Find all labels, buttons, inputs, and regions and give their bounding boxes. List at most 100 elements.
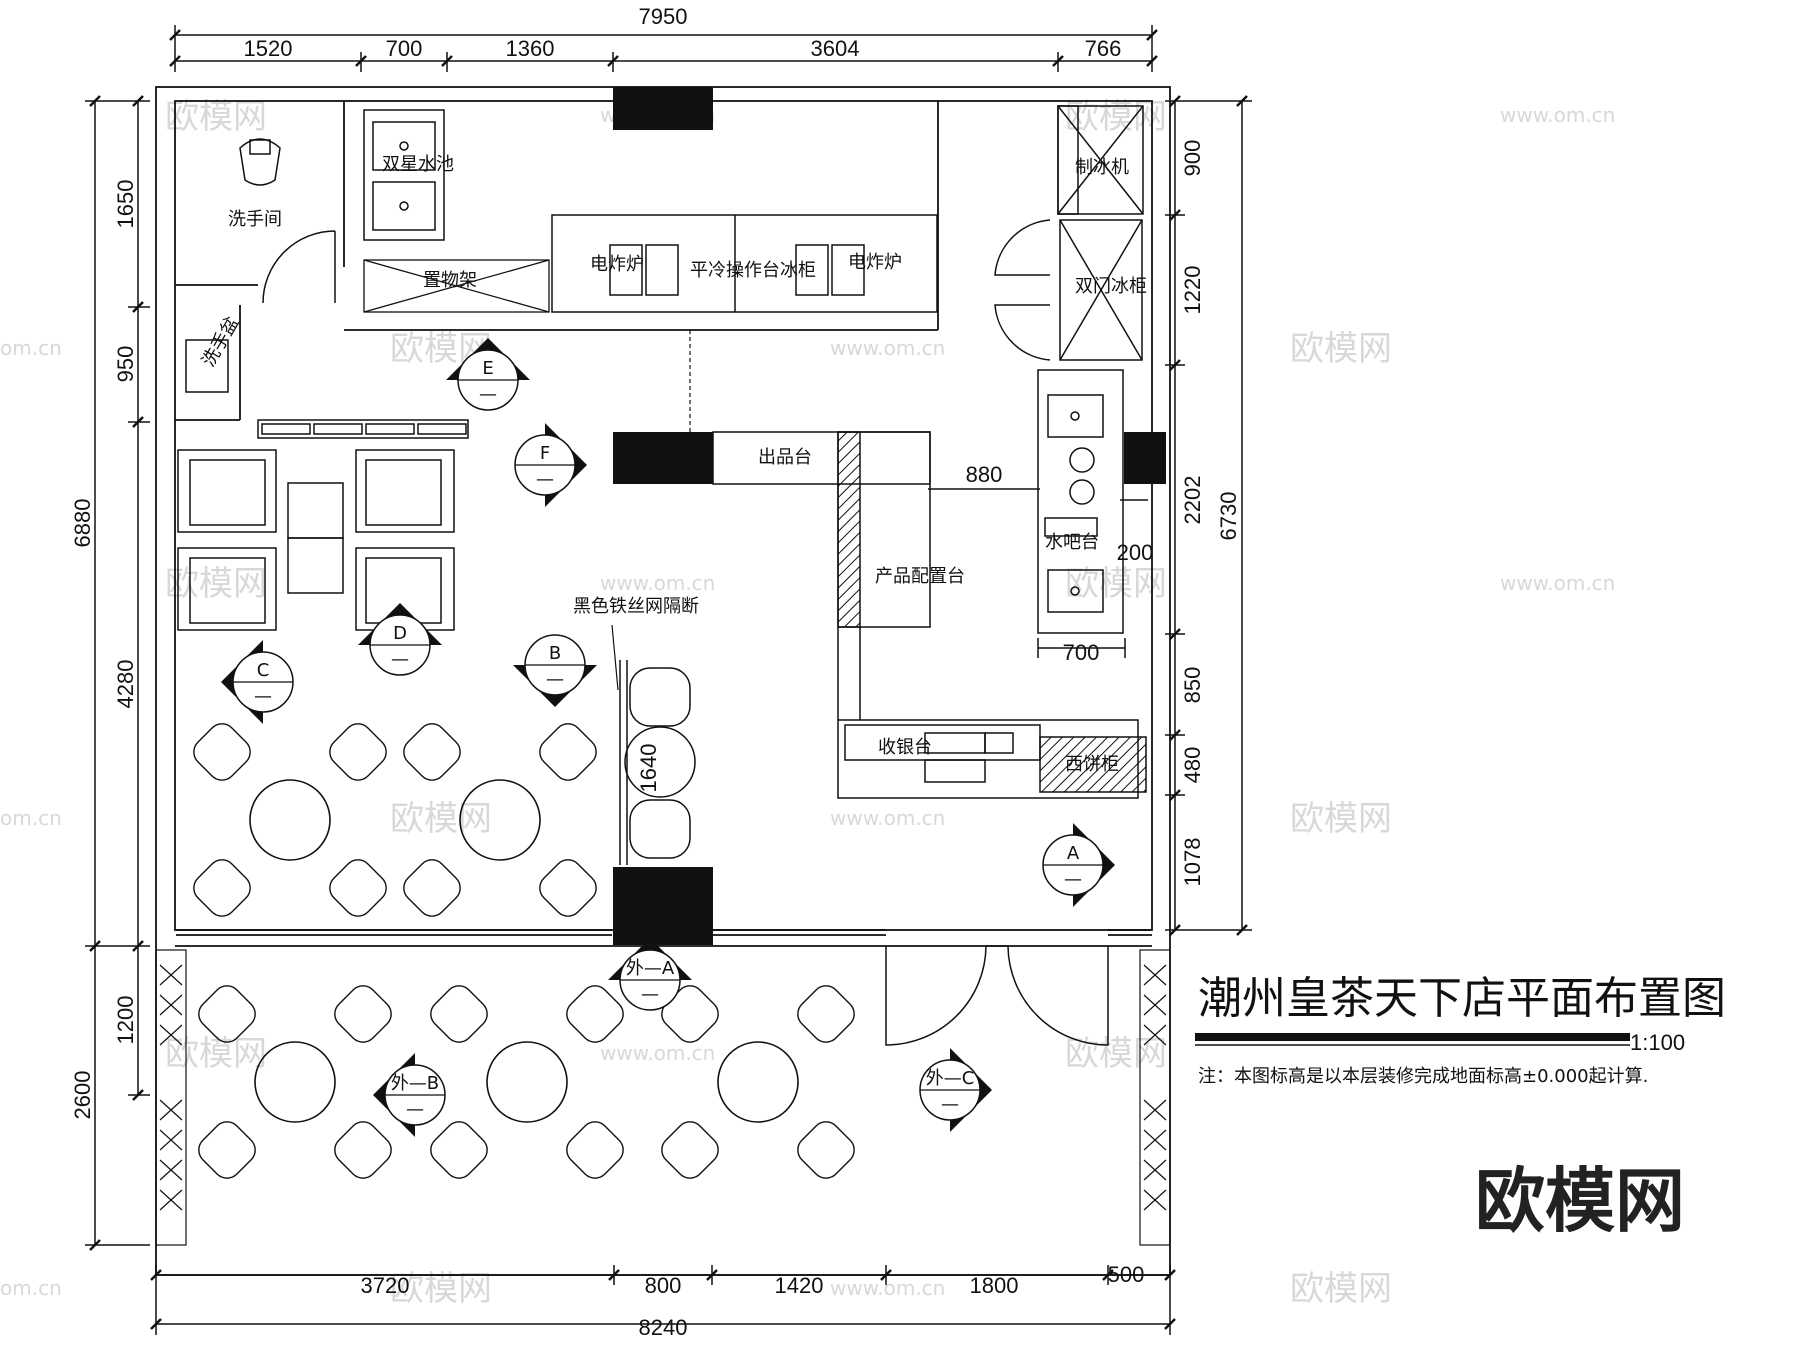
- dim-bottom-seg: 3720: [361, 1273, 410, 1298]
- view-marker-letter: F: [540, 443, 550, 464]
- view-markers: A—B—C—D—E—F—外—A—外—B—外—C—: [221, 338, 1115, 1137]
- fryer-left-label: 电炸炉: [590, 254, 644, 275]
- watermark-url: www.om.cn: [600, 1041, 715, 1065]
- dim-top-seg: 1520: [244, 36, 293, 61]
- bar-label: 水吧台: [1045, 532, 1099, 553]
- cold-table-label: 平冷操作台冰柜: [690, 260, 816, 281]
- table-set: [655, 979, 861, 1185]
- view-marker-sheet: —: [941, 1094, 959, 1115]
- dim-right-seg: 900: [1180, 140, 1205, 177]
- fryer-right-label: 电炸炉: [848, 252, 902, 273]
- view-marker-letter: C: [257, 660, 270, 681]
- dim-right-seg: 2202: [1180, 476, 1205, 525]
- view-marker-sheet: —: [546, 669, 564, 690]
- dim-top-seg: 3604: [811, 36, 860, 61]
- dim-inner-1640: 1640: [636, 744, 661, 793]
- view-marker: F—: [514, 423, 587, 507]
- watermark-logo: 欧模网: [1290, 1269, 1392, 1309]
- view-marker-sheet: —: [536, 469, 554, 490]
- view-marker-sheet: —: [406, 1099, 424, 1120]
- watermark-logo: 欧模网: [1065, 1034, 1167, 1074]
- shelf-label: 置物架: [423, 270, 477, 291]
- view-marker: C—: [221, 640, 294, 724]
- entrance-doors: [885, 945, 1109, 1046]
- view-marker-sheet: —: [391, 649, 409, 670]
- ice-machine: [1057, 105, 1144, 215]
- view-marker-letter: A: [1067, 843, 1080, 864]
- view-marker-sheet: —: [479, 384, 497, 405]
- double-fridge-label: 双门冰柜: [1075, 276, 1147, 297]
- dim-left-total: 6880: [70, 499, 95, 548]
- drawing-scale: 1:100: [1630, 1030, 1685, 1055]
- dim-inner-700: 700: [1063, 640, 1100, 665]
- dim-bottom-total: 8240: [639, 1315, 688, 1340]
- watermark-url-cut: om.cn: [0, 336, 62, 360]
- prep-table-label: 产品配置台: [875, 566, 965, 587]
- dim-bottom-seg: 1420: [775, 1273, 824, 1298]
- dim-bottom-seg: 1800: [970, 1273, 1019, 1298]
- view-marker-letter: 外—C: [926, 1068, 975, 1089]
- wash-basin: [185, 339, 229, 393]
- title-underline: [1195, 1033, 1630, 1041]
- watermark-url: www.om.cn: [600, 571, 715, 595]
- dim-top-total: 7950: [639, 4, 688, 29]
- dim-left-seg: 1200: [113, 996, 138, 1045]
- dim-right-total: 6730: [1216, 492, 1241, 541]
- pickup-label: 出品台: [758, 447, 812, 468]
- ice-machine-label: 制冰机: [1075, 157, 1129, 178]
- dim-right-seg: 1078: [1180, 838, 1205, 887]
- dim-left-seg: 4280: [113, 660, 138, 709]
- dim-inner-200: 200: [1117, 540, 1154, 565]
- storage-shelf: [363, 259, 550, 313]
- cashier-label: 收银台: [878, 737, 932, 758]
- table-set: [187, 717, 393, 923]
- table-set: [424, 979, 630, 1185]
- watermark-logo: 欧模网: [1290, 329, 1392, 369]
- double-fridge: [994, 219, 1143, 361]
- watermark-url: www.om.cn: [830, 336, 945, 360]
- wash-basin-label: 洗手盆: [198, 313, 243, 370]
- watermark-url: www.om.cn: [830, 1276, 945, 1300]
- service-counter: [837, 627, 1147, 799]
- view-marker-letter: B: [549, 643, 561, 664]
- watermark-logo: 欧模网: [390, 799, 492, 839]
- cooking-counter: [551, 214, 938, 313]
- view-marker: 外—C —: [919, 1048, 992, 1132]
- view-marker: B—: [513, 634, 597, 707]
- watermark-url: www.om.cn: [830, 806, 945, 830]
- dim-top-seg: 700: [386, 36, 423, 61]
- view-marker: D—: [358, 603, 442, 676]
- view-marker-sheet: —: [254, 686, 272, 707]
- view-marker: 外—A—: [608, 938, 692, 1011]
- dim-left-seg: 950: [113, 346, 138, 383]
- view-marker-letter: 外—A: [626, 958, 675, 979]
- partition-label: 黑色铁丝网隔断: [573, 596, 699, 617]
- bar-seating: [624, 667, 696, 859]
- sofa-bench: [257, 419, 469, 439]
- dim-top-seg: 1360: [506, 36, 555, 61]
- dim-inner-880: 880: [966, 462, 1003, 487]
- walls: [155, 86, 1171, 1276]
- squat-toilet: [239, 138, 281, 186]
- drawing-note: 注：本图标高是以本层装修完成地面标高±0.000起计算.: [1198, 1066, 1648, 1087]
- watermark-url: www.om.cn: [1500, 571, 1615, 595]
- dim-top-seg: 766: [1085, 36, 1122, 61]
- watermark-logo: 欧模网: [165, 1034, 267, 1074]
- structural-columns: [613, 87, 1166, 945]
- watermark-logo: 欧模网: [165, 97, 267, 137]
- washroom-label: 洗手间: [228, 209, 282, 230]
- watermark-logo: 欧模网: [1065, 97, 1167, 137]
- watermark-logo: 欧模网: [1290, 799, 1392, 839]
- view-marker-letter: D: [393, 623, 407, 644]
- view-marker-letter: E: [482, 358, 493, 379]
- view-marker-letter: 外—B: [391, 1073, 439, 1094]
- pickup-counter: [712, 431, 931, 628]
- table-set: [192, 979, 398, 1185]
- view-marker: 外—B —: [373, 1053, 446, 1137]
- double-sink: [363, 109, 445, 241]
- watermark-logo: 欧模网: [165, 564, 267, 604]
- dim-right-seg: 850: [1180, 667, 1205, 704]
- dim-left-seg: 1650: [113, 180, 138, 229]
- dim-bottom-seg: 800: [645, 1273, 682, 1298]
